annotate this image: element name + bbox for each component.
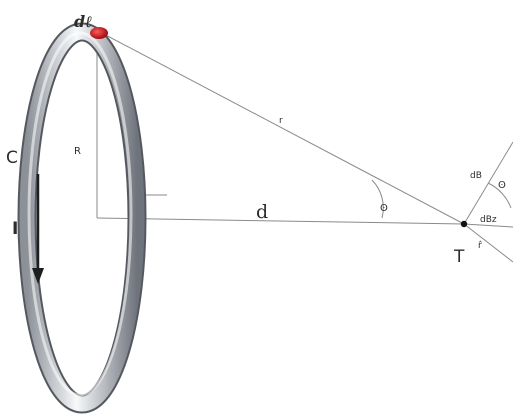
label-R: R xyxy=(74,146,81,157)
field-component-dBz xyxy=(463,223,513,228)
axis-line-d xyxy=(96,217,465,225)
label-T: T xyxy=(453,247,465,267)
label-theta-right: ʘ xyxy=(498,180,506,191)
angle-arc-right xyxy=(487,182,512,209)
radial-direction-line xyxy=(463,223,513,263)
label-dBz: dBz xyxy=(480,215,497,225)
label-theta-left: ʘ xyxy=(380,203,388,214)
label-C: C xyxy=(6,148,18,168)
distance-line-r xyxy=(99,31,465,225)
label-r-hat: r̂ xyxy=(478,240,483,251)
current-direction-arrow-icon xyxy=(32,174,44,284)
point-T-dot-icon xyxy=(460,220,468,228)
label-I: I xyxy=(12,219,18,239)
construction-lines xyxy=(96,31,513,263)
label-dB: dB xyxy=(470,171,482,181)
label-dl: dℓ xyxy=(74,12,92,31)
angle-arc-left xyxy=(371,179,384,219)
label-r: r xyxy=(279,116,283,126)
current-element-dl xyxy=(90,27,108,39)
label-d: d xyxy=(256,201,268,223)
current-loop-ring xyxy=(17,22,147,414)
